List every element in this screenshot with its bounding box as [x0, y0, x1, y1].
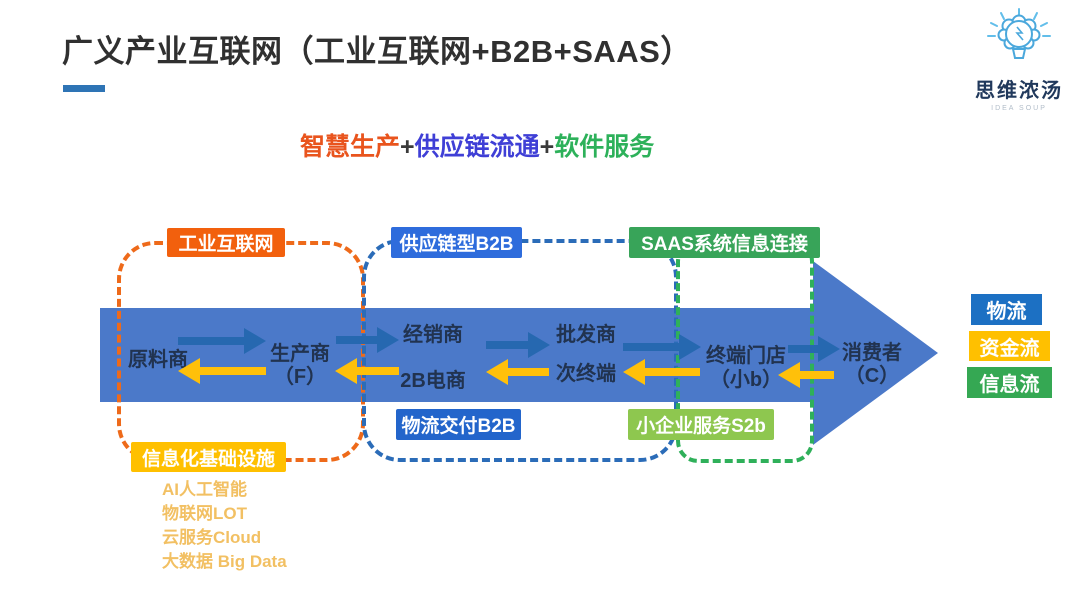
page-title: 广义产业互联网（工业互联网+B2B+SAAS） — [62, 34, 692, 69]
node-producer: 生产商 — [270, 343, 330, 365]
logo: 思维浓汤 IDEA SOUP — [958, 8, 1080, 112]
infra-item-bigdata: 大数据 Big Data — [162, 552, 287, 571]
node-consumer-c: （C） — [844, 365, 900, 387]
legend-item-logistics: 物流 — [971, 294, 1042, 325]
node-wholesaler: 批发商 — [556, 324, 616, 346]
node-raw-material-supplier: 原料商 — [128, 349, 188, 371]
node-distributor: 经销商 — [403, 324, 463, 346]
node-2b-ecommerce: 2B电商 — [400, 370, 466, 392]
label-saas-info-connection: SAAS系统信息连接 — [629, 227, 820, 258]
legend-item-capital-flow: 资金流 — [969, 331, 1050, 361]
legend-item-info-flow: 信息流 — [967, 367, 1052, 398]
label-small-business-s2b: 小企业服务S2b — [628, 409, 774, 440]
subtitle-smart-production: 智慧生产 — [300, 133, 401, 161]
node-sub-terminal: 次终端 — [556, 363, 616, 385]
label-industrial-internet: 工业互联网 — [167, 228, 285, 257]
logo-tagline: IDEA SOUP — [991, 105, 1047, 112]
title-underline — [63, 85, 105, 92]
label-logistics-delivery-b2b: 物流交付B2B — [396, 409, 521, 440]
subtitle: 智慧生产+供应链流通+软件服务 — [300, 127, 654, 163]
node-consumer: 消费者 — [842, 342, 902, 364]
subtitle-supply-chain-circulation: 供应链流通 — [414, 133, 540, 161]
label-supply-chain-b2b: 供应链型B2B — [391, 227, 522, 258]
logo-name: 思维浓汤 — [975, 80, 1063, 102]
subtitle-software-service: 软件服务 — [554, 133, 655, 161]
label-info-infrastructure: 信息化基础设施 — [131, 442, 286, 472]
subtitle-plus-1: + — [400, 133, 415, 161]
infra-item-iot: 物联网LOT — [162, 504, 247, 523]
infra-item-cloud: 云服务Cloud — [162, 528, 262, 547]
node-producer-f: （F） — [273, 366, 327, 388]
infra-item-ai: AI人工智能 — [162, 480, 247, 499]
node-terminal-store: 终端门店 — [706, 345, 786, 367]
node-terminal-store-b: （小b） — [709, 369, 783, 391]
subtitle-plus-2: + — [539, 133, 555, 161]
infrastructure-list: AI人工智能 物联网LOT 云服务Cloud 大数据 Big Data — [162, 478, 287, 574]
brain-lightbulb-icon — [987, 8, 1051, 59]
